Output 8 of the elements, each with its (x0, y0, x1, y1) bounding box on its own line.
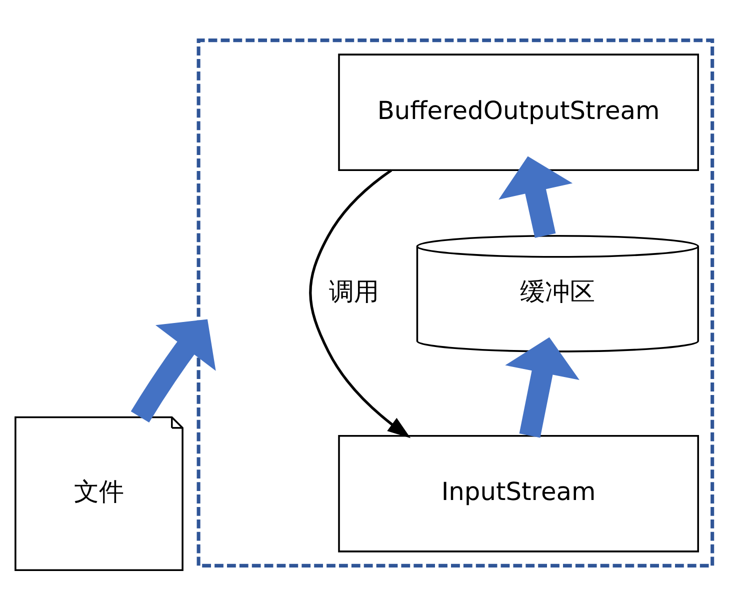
cluster (196, 38, 714, 567)
arrow (505, 336, 580, 438)
arrow (309, 168, 411, 438)
node-box: InputStream (338, 434, 699, 552)
node-box: BufferedOutputStream (338, 53, 699, 170)
arrow (498, 156, 573, 238)
arrow (130, 318, 216, 422)
edge-label: 调用 (329, 276, 380, 306)
